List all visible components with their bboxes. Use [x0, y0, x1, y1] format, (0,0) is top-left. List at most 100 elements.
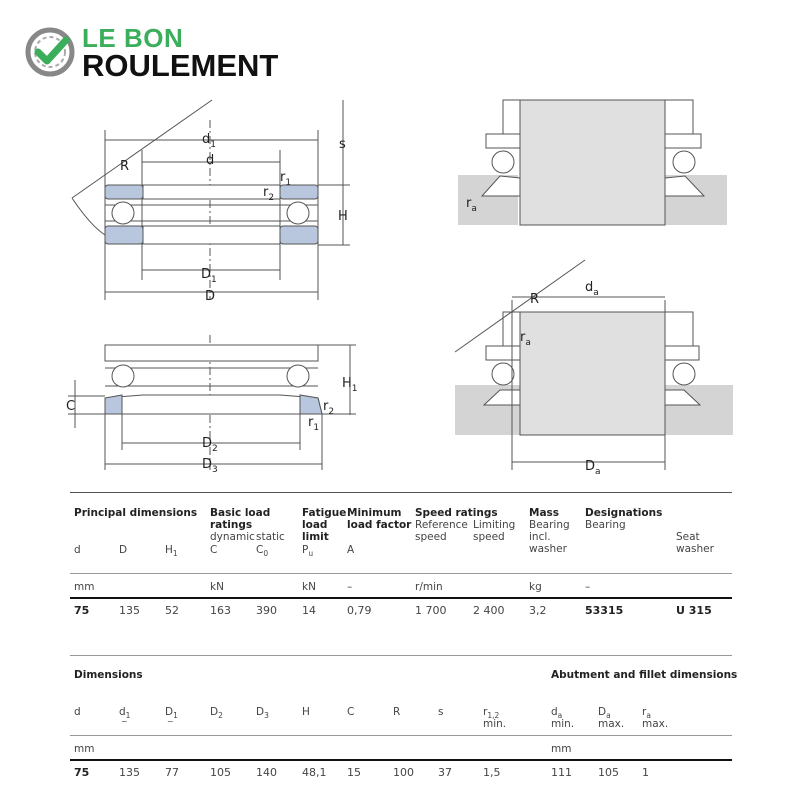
logo-text-bottom: ROULEMENT — [82, 48, 279, 83]
mounting-drawing-bottom — [454, 259, 733, 470]
cell-da: 111 — [551, 766, 572, 779]
sub-limiting-1: Limiting — [473, 519, 516, 531]
label-R-right: R — [530, 292, 539, 307]
sub-mass-2: incl. — [529, 531, 551, 543]
label-H1: H1 — [342, 376, 358, 394]
divider — [70, 492, 732, 493]
sym-Da-max: max. — [598, 718, 625, 730]
group-basic-2: ratings — [210, 519, 253, 531]
approx-mark: ~ — [121, 717, 128, 726]
unit-mm: mm — [74, 743, 95, 755]
sym-C: C — [210, 544, 218, 556]
label-D: D — [205, 289, 215, 304]
group-basic-1: Basic load — [210, 507, 271, 519]
label-D1: D1 — [201, 267, 217, 285]
group-designations: Designations — [585, 507, 663, 519]
cell-d1: 135 — [119, 766, 140, 779]
label-r1: r1 — [280, 170, 291, 188]
sym-D3: D3 — [256, 706, 269, 721]
cell-D3: 140 — [256, 766, 277, 779]
bearing-check-icon — [25, 27, 75, 77]
cell-limiting-speed: 2 400 — [473, 604, 505, 617]
sym-da: da — [551, 706, 563, 721]
unit-kN: kN — [210, 581, 224, 593]
label-d1: d1 — [202, 132, 216, 150]
cell-r12: 1,5 — [483, 766, 501, 779]
bearing-section-top — [71, 99, 350, 300]
sym-r12-min: min. — [483, 718, 507, 730]
unit-mm: mm — [74, 581, 95, 593]
group-fatigue-2: load — [302, 519, 328, 531]
cell-D1: 77 — [165, 766, 179, 779]
group-fatigue-3: limit — [302, 531, 329, 543]
cell-ra: 1 — [642, 766, 649, 779]
label-R: R — [120, 159, 129, 174]
sym-ra: ra — [642, 706, 651, 721]
sym-D2: D2 — [210, 706, 223, 721]
sym-C0: C0 — [256, 544, 269, 559]
sub-dynamic: dynamic — [210, 531, 255, 543]
divider — [70, 759, 732, 761]
sym-C: C — [347, 706, 355, 718]
group-minimum-2: load factor — [347, 519, 412, 531]
mounting-drawing-top — [458, 99, 727, 226]
label-D2: D2 — [202, 436, 218, 454]
unit-kg: kg — [529, 581, 542, 593]
sym-s: s — [438, 706, 444, 718]
divider — [70, 597, 732, 599]
bearing-section-bottom — [68, 335, 356, 470]
unit-dash: – — [347, 581, 353, 593]
cell-mass: 3,2 — [529, 604, 547, 617]
label-D3: D3 — [202, 457, 218, 475]
sub-seat-2: washer — [676, 543, 714, 555]
cell-d: 75 — [74, 766, 90, 779]
cell-reference-speed: 1 700 — [415, 604, 447, 617]
cell-D2: 105 — [210, 766, 231, 779]
unit-dash: – — [585, 581, 591, 593]
approx-mark: ~ — [167, 717, 174, 726]
sym-ra-max: max. — [642, 718, 669, 730]
cell-D: 135 — [119, 604, 140, 617]
cell-C: 163 — [210, 604, 231, 617]
label-Da: Da — [585, 459, 601, 477]
sub-seat-1: Seat — [676, 531, 700, 543]
divider — [70, 655, 732, 656]
label-r2-bottom: r2 — [323, 399, 334, 417]
bearing-drawings: d1 d R r1 r2 s H D1 D H1 C r2 r1 D2 D3 r… — [66, 99, 733, 477]
sub-mass-3: washer — [529, 543, 567, 555]
label-d: d — [206, 153, 214, 168]
label-da: da — [585, 280, 599, 298]
sym-R: R — [393, 706, 401, 718]
unit-rmin: r/min — [415, 581, 443, 593]
logo: LE BON ROULEMENT — [24, 23, 278, 83]
label-H: H — [338, 209, 348, 224]
sym-d: d — [74, 544, 81, 556]
divider — [70, 735, 732, 736]
sym-r12: r1,2 — [483, 706, 500, 721]
dimensions-title: Dimensions — [74, 669, 143, 681]
label-r1-bottom: r1 — [308, 415, 319, 433]
logo-text-top: LE BON — [82, 23, 184, 53]
sub-limiting-2: speed — [473, 531, 505, 543]
cell-s: 37 — [438, 766, 452, 779]
group-mass: Mass — [529, 507, 560, 519]
group-fatigue-1: Fatigue — [302, 507, 347, 519]
sym-d: d — [74, 706, 81, 718]
label-ra-top: ra — [466, 196, 477, 214]
dimension-labels: d1 d R r1 r2 s H D1 D H1 C r2 r1 D2 D3 r… — [66, 132, 601, 477]
cell-H1: 52 — [165, 604, 179, 617]
sub-bearing: Bearing — [585, 519, 626, 531]
unit-mm: mm — [551, 743, 572, 755]
sub-reference-2: speed — [415, 531, 447, 543]
group-speed: Speed ratings — [415, 507, 498, 519]
cell-A: 0,79 — [347, 604, 372, 617]
sub-reference-1: Reference — [415, 519, 468, 531]
label-ra-bottom: ra — [520, 330, 531, 348]
cell-Da: 105 — [598, 766, 619, 779]
cell-Pu: 14 — [302, 604, 316, 617]
group-minimum-1: Minimum — [347, 507, 402, 519]
abutment-title: Abutment and fillet dimensions — [551, 669, 738, 681]
cell-H: 48,1 — [302, 766, 327, 779]
cell-bearing: 53315 — [585, 604, 624, 617]
